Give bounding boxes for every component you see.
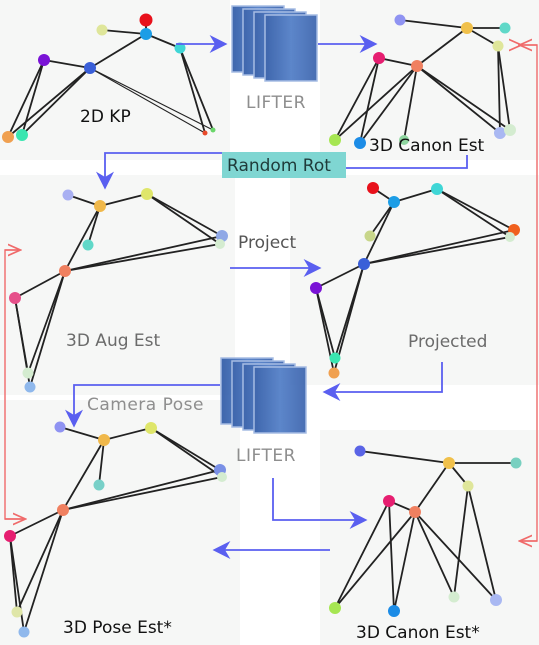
label-project: Project: [238, 233, 296, 253]
lifter-block-top: [231, 5, 318, 82]
lifter-block-bottom: [220, 357, 307, 434]
skeleton-aug-est: [9, 188, 228, 393]
skeleton-pose-est: [4, 421, 227, 638]
panel-aug-est: [0, 175, 235, 395]
label-aug-est: 3D Aug Est: [66, 331, 161, 351]
skeleton-canon-est-star: [329, 445, 522, 617]
skeleton-projected: [310, 182, 520, 379]
label-canon-est-star: 3D Canon Est*: [356, 623, 480, 643]
arrow-camera-pose: [65, 384, 220, 428]
arrow-canon-to-aug: [345, 155, 468, 169]
arrow-lifter-to-canon-star: [272, 478, 368, 529]
arrow-projected-to-lifter: [322, 362, 443, 401]
label-lifter-top: LIFTER: [246, 93, 306, 113]
panel-canon-est-star: [320, 430, 539, 645]
panel-pose-est: [0, 400, 240, 645]
label-random-rot: Random Rot: [227, 156, 331, 176]
skeleton-canon-est: [329, 14, 516, 149]
label-camera-pose: Camera Pose: [87, 395, 204, 415]
label-pose-est: 3D Pose Est*: [63, 618, 172, 638]
skeleton-2d-kp: [2, 13, 216, 143]
random-rot-box: Random Rot: [222, 152, 346, 178]
label-canon-est: 3D Canon Est: [369, 136, 485, 156]
label-lifter-bottom: LIFTER: [236, 446, 296, 466]
label-projected: Projected: [408, 332, 487, 352]
panel-projected: [290, 175, 539, 385]
label-2d-kp: 2D KP: [80, 107, 131, 127]
